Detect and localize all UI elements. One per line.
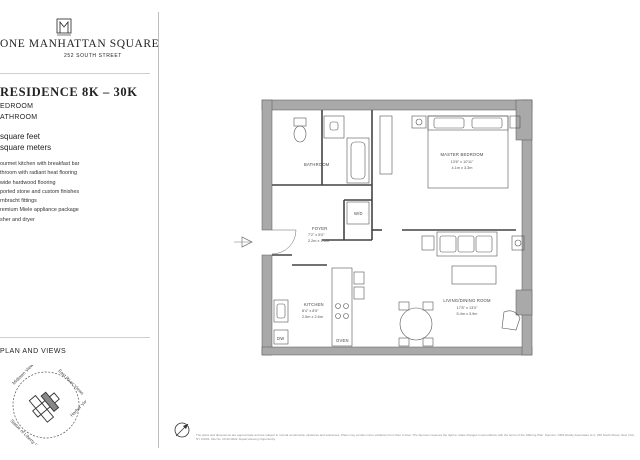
- entry-door: [271, 229, 297, 255]
- room-label-bathroom: BATHROOM: [304, 162, 330, 167]
- area-sqm: square meters: [0, 143, 52, 152]
- interior-walls: [272, 110, 516, 266]
- room-label-living-dining: LIVING/DINING ROOM: [443, 298, 491, 303]
- room-dim-master-bedroom-metric: 4.1m x 3.3m: [452, 166, 473, 170]
- exterior-walls: [261, 99, 533, 356]
- disclaimer-text: The plans and dimensions are approximate…: [196, 433, 635, 441]
- room-dim-foyer-metric: 2.2m x 1.5m: [308, 239, 329, 243]
- bedroom-furniture: [379, 115, 521, 189]
- views-compass-diagram: Midtown Views East River Views Harbor Vi…: [9, 365, 86, 445]
- bathroom-count: ATHROOM: [0, 114, 38, 121]
- feature-item: ourmet kitchen with breakfast bar: [0, 161, 80, 167]
- oven-label: OVEN: [336, 338, 349, 343]
- compass-label-harbor: Harbor Views: [69, 395, 86, 418]
- residence-title: RESIDENCE 8K – 30K: [0, 85, 138, 99]
- wd-label: W/D: [354, 211, 363, 216]
- feature-item: rnbracht fittings: [0, 198, 37, 205]
- room-dim-living-metric: 5.4m x 3.9m: [457, 312, 478, 316]
- feature-item: wide hardwood flooring: [0, 179, 56, 186]
- feature-item: remium Miele appliance package: [0, 207, 79, 214]
- brand-address: 252 SOUTH STREET: [64, 53, 122, 59]
- room-dim-kitchen-imperial: 8'4" x 8'5": [302, 309, 319, 313]
- kitchen-fixtures: [273, 267, 365, 347]
- feature-list: ourmet kitchen with breakfast bar throom…: [0, 160, 79, 225]
- compass-label-statue: Statue of Liberty Views: [9, 418, 46, 445]
- north-arrow-icon: [174, 422, 190, 438]
- area-sqft: square feet: [0, 132, 41, 141]
- bedroom-count: EDROOM: [0, 103, 34, 110]
- logo-icon: [56, 18, 72, 36]
- sidebar-divider: [158, 12, 159, 448]
- plan-section-label: PLAN AND VIEWS: [0, 348, 67, 355]
- dw-label: DW: [277, 336, 284, 341]
- feature-item: throom with radiant heat flooring: [0, 170, 78, 177]
- living-furniture: [398, 231, 525, 347]
- room-dim-kitchen-metric: 2.5m x 2.6m: [302, 315, 323, 319]
- compass-label-east-river: East River Views: [57, 368, 85, 396]
- floor-plan: BATHROOM W/D MASTER BEDROOM 13'6" x 10'1…: [234, 99, 533, 356]
- plan-divider: [0, 337, 150, 338]
- room-label-foyer: FOYER: [312, 226, 327, 231]
- compass-label-midtown: Midtown Views: [11, 365, 36, 386]
- bathroom-fixtures: [293, 115, 370, 225]
- feature-item: ported stone and custom finishes: [0, 188, 80, 195]
- brand-name: ONE MANHATTAN SQUARE: [0, 38, 160, 50]
- room-dim-master-bedroom-imperial: 13'6" x 10'11": [451, 160, 474, 164]
- room-label-master-bedroom: MASTER BEDROOM: [440, 152, 483, 157]
- room-dim-foyer-imperial: 7'2" x 5'0": [308, 233, 325, 237]
- feature-item: sher and dryer: [0, 216, 35, 223]
- room-dim-living-imperial: 17'8" x 13'0": [457, 306, 478, 310]
- info-sidebar: ONE MANHATTAN SQUARE 252 SOUTH STREET RE…: [0, 0, 160, 460]
- header-divider: [0, 73, 150, 74]
- room-label-kitchen: KITCHEN: [304, 302, 324, 307]
